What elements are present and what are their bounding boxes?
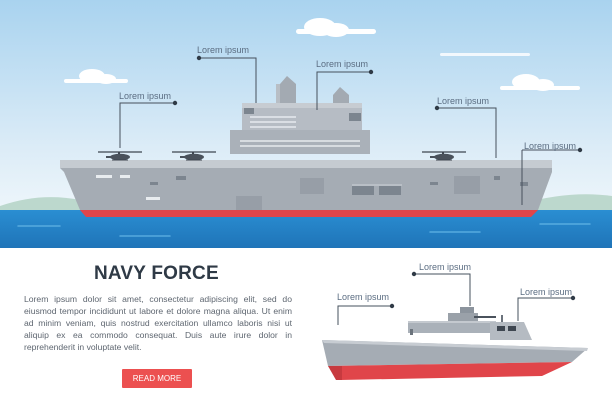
cloud — [296, 18, 376, 37]
callout-dots — [172, 55, 583, 153]
cloud — [500, 74, 580, 91]
callout-label: Lorem ipsum — [437, 96, 490, 106]
page-title: NAVY FORCE — [94, 263, 219, 284]
callout-lines — [337, 273, 573, 325]
helicopter-icon — [422, 151, 466, 161]
description-text: Lorem ipsum dolor sit amet, consectetur … — [24, 294, 292, 352]
hill — [520, 194, 612, 212]
callout-label: Lorem ipsum — [337, 292, 390, 302]
helicopter-icon — [98, 151, 142, 161]
read-more-button[interactable]: READ MORE — [122, 369, 192, 388]
callout-label: Lorem ipsum — [524, 141, 577, 151]
callout-label: Lorem ipsum — [316, 59, 369, 69]
hill — [0, 197, 80, 212]
cloud — [64, 69, 128, 84]
aircraft-carrier-icon — [60, 76, 552, 217]
helicopter-icon — [172, 151, 216, 161]
patrol-boat-icon — [322, 307, 588, 380]
callout-label: Lorem ipsum — [520, 287, 573, 297]
sea-waves — [17, 223, 591, 237]
callout-lines — [119, 57, 580, 205]
callout-label: Lorem ipsum — [197, 45, 250, 55]
callout-label: Lorem ipsum — [119, 91, 172, 101]
callout-label: Lorem ipsum — [419, 262, 472, 272]
callout-dots — [389, 271, 576, 309]
cloud — [440, 53, 530, 56]
